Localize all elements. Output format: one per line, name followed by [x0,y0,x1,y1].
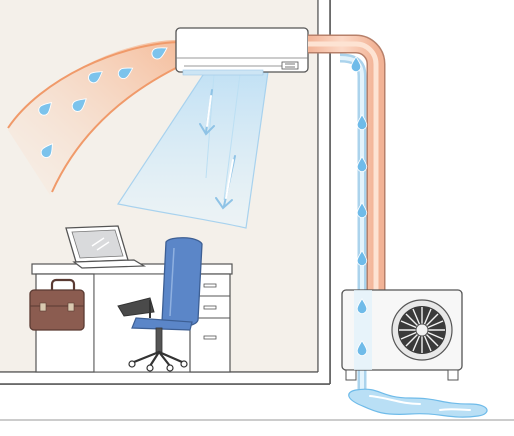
briefcase-icon [29,278,85,331]
indoor-air-conditioner-icon [175,27,309,76]
water-puddle-icon [348,388,488,418]
office-chair-icon [117,237,203,372]
laptop-icon [65,225,147,269]
outdoor-condenser-unit-icon [341,289,463,381]
cool-air-outflow-icon [117,71,269,229]
